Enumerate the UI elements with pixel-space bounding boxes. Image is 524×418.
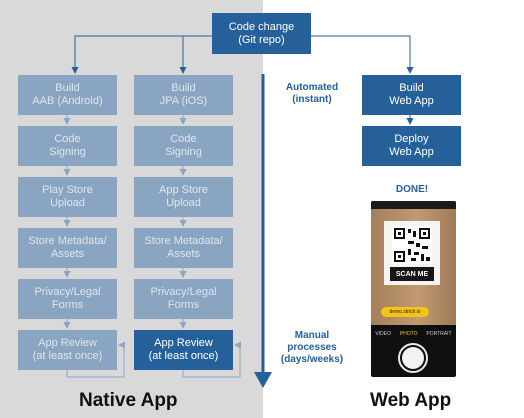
url-chip[interactable]: demo.strich.io xyxy=(381,307,429,317)
ios-build-node: Build JPA (iOS) xyxy=(134,75,233,115)
shutter-button[interactable] xyxy=(398,343,428,373)
code-change-node: Code change (Git repo) xyxy=(212,13,311,54)
web-deploy-node: Deploy Web App xyxy=(362,126,461,166)
mode-photo[interactable]: PHOTO xyxy=(399,330,418,337)
android-code-signing-node: Code Signing xyxy=(18,126,117,166)
ios-app-review-node: App Review (at least once) xyxy=(134,330,233,370)
manual-label: Manual processes (days/weeks) xyxy=(280,330,344,365)
shutter-icon xyxy=(402,347,424,369)
scan-me-banner: SCAN ME xyxy=(390,267,434,281)
mode-video[interactable]: VIDEO xyxy=(375,330,391,337)
ios-store-metadata-node: Store Metadata/ Assets xyxy=(134,228,233,268)
android-privacy-forms-node: Privacy/Legal Forms xyxy=(18,279,117,319)
native-app-title: Native App xyxy=(79,390,178,411)
android-store-metadata-node: Store Metadata/ Assets xyxy=(18,228,117,268)
ios-privacy-forms-node: Privacy/Legal Forms xyxy=(134,279,233,319)
done-label: DONE! xyxy=(395,184,429,195)
android-store-upload-node: Play Store Upload xyxy=(18,177,117,217)
android-build-node: Build AAB (Android) xyxy=(18,75,117,115)
android-app-review-node: App Review (at least once) xyxy=(18,330,117,370)
automated-label: Automated (instant) xyxy=(285,82,339,105)
mode-portrait[interactable]: PORTRAIT xyxy=(426,330,452,337)
camera-viewfinder: SCAN ME demo.strich.io xyxy=(371,209,456,325)
web-app-title: Web App xyxy=(370,390,452,411)
web-build-node: Build Web App xyxy=(362,75,461,115)
phone-camera-image: SCAN ME demo.strich.io VIDEO PHOTO PORTR… xyxy=(371,201,456,377)
ios-store-upload-node: App Store Upload xyxy=(134,177,233,217)
qr-code-card: SCAN ME xyxy=(384,221,440,285)
qr-code-icon xyxy=(392,226,432,264)
camera-mode-bar: VIDEO PHOTO PORTRAIT xyxy=(371,329,456,338)
ios-code-signing-node: Code Signing xyxy=(134,126,233,166)
